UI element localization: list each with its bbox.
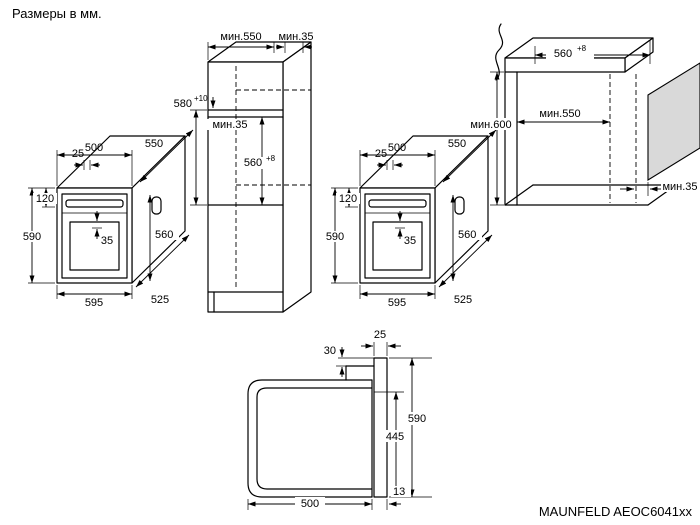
adjacent-wall (647, 62, 700, 181)
dim-oven-body-depth: 525 (151, 294, 169, 306)
dim-oven-body-height: 560 (155, 229, 173, 241)
dim-min-depth: мин.550 (539, 108, 580, 120)
oven-middle-labels: 500 25 550 120 590 35 560 595 525 (326, 138, 477, 309)
dim-niche-height: 580 (174, 98, 192, 110)
dim-section-door-thickness: 25 (374, 329, 386, 341)
dim-oven-panel-height: 120 (36, 193, 54, 205)
dim-section-door-bottom: 13 (393, 486, 405, 498)
dim-oven-body-depth: 525 (454, 294, 472, 306)
dim-oven-panel-height: 120 (339, 193, 357, 205)
dim-oven-door-inset: 35 (404, 235, 416, 247)
dim-oven-top-clearance: 25 (72, 148, 84, 160)
dim-oven-top-clearance: 25 (375, 148, 387, 160)
dim-oven-front-width: 595 (85, 297, 103, 309)
dim-niche-depth-tol: +8 (577, 44, 587, 53)
oven-left-labels: 500 25 550 120 590 35 560 595 525 (23, 138, 174, 309)
dim-shelf-gap: мин.35 (212, 119, 247, 131)
dim-oven-door-inset: 35 (101, 235, 113, 247)
dim-section-height: 590 (408, 413, 426, 425)
base-cabinet-view: 560 +8 мин.600 мин.550 мин.35 (466, 23, 700, 206)
oven-perspective-middle (323, 130, 496, 299)
dim-niche-depth: 560 (554, 48, 572, 60)
model-label: MAUNFELD AEOC6041xx (539, 504, 693, 519)
worktop-break-line (495, 23, 504, 81)
dim-min-height: мин.600 (470, 119, 511, 131)
tall-cabinet-view: мин.550 мин.35 580 +10 мин.35 560 +8 (174, 31, 314, 313)
dim-oven-body-height: 560 (458, 229, 476, 241)
oven-door-profile (373, 357, 388, 498)
dim-section-inner-height: 445 (386, 431, 404, 443)
dim-oven-height: 590 (326, 231, 344, 243)
dim-section-top-gap: 30 (324, 345, 336, 357)
dim-niche-height-tol: +10 (194, 94, 208, 103)
dim-oven-depth: 550 (145, 138, 163, 150)
dim-oven-width: 500 (388, 142, 406, 154)
dim-oven-height: 590 (23, 231, 41, 243)
units-note: Размеры в мм. (12, 6, 102, 21)
dim-niche-inner-tol: +8 (266, 154, 276, 163)
dim-oven-width: 500 (85, 142, 103, 154)
dim-section-depth: 500 (301, 498, 319, 510)
oven-perspective-left (20, 130, 193, 299)
dim-cabinet-min-depth: мин.550 (220, 31, 261, 43)
section-view: 25 30 590 445 500 13 (247, 329, 432, 510)
dim-cabinet-rear-gap: мин.35 (278, 31, 313, 43)
dim-oven-depth: 550 (448, 138, 466, 150)
dim-oven-front-width: 595 (388, 297, 406, 309)
dim-rear-gap: мин.35 (662, 181, 697, 193)
dim-niche-inner: 560 (244, 157, 262, 169)
